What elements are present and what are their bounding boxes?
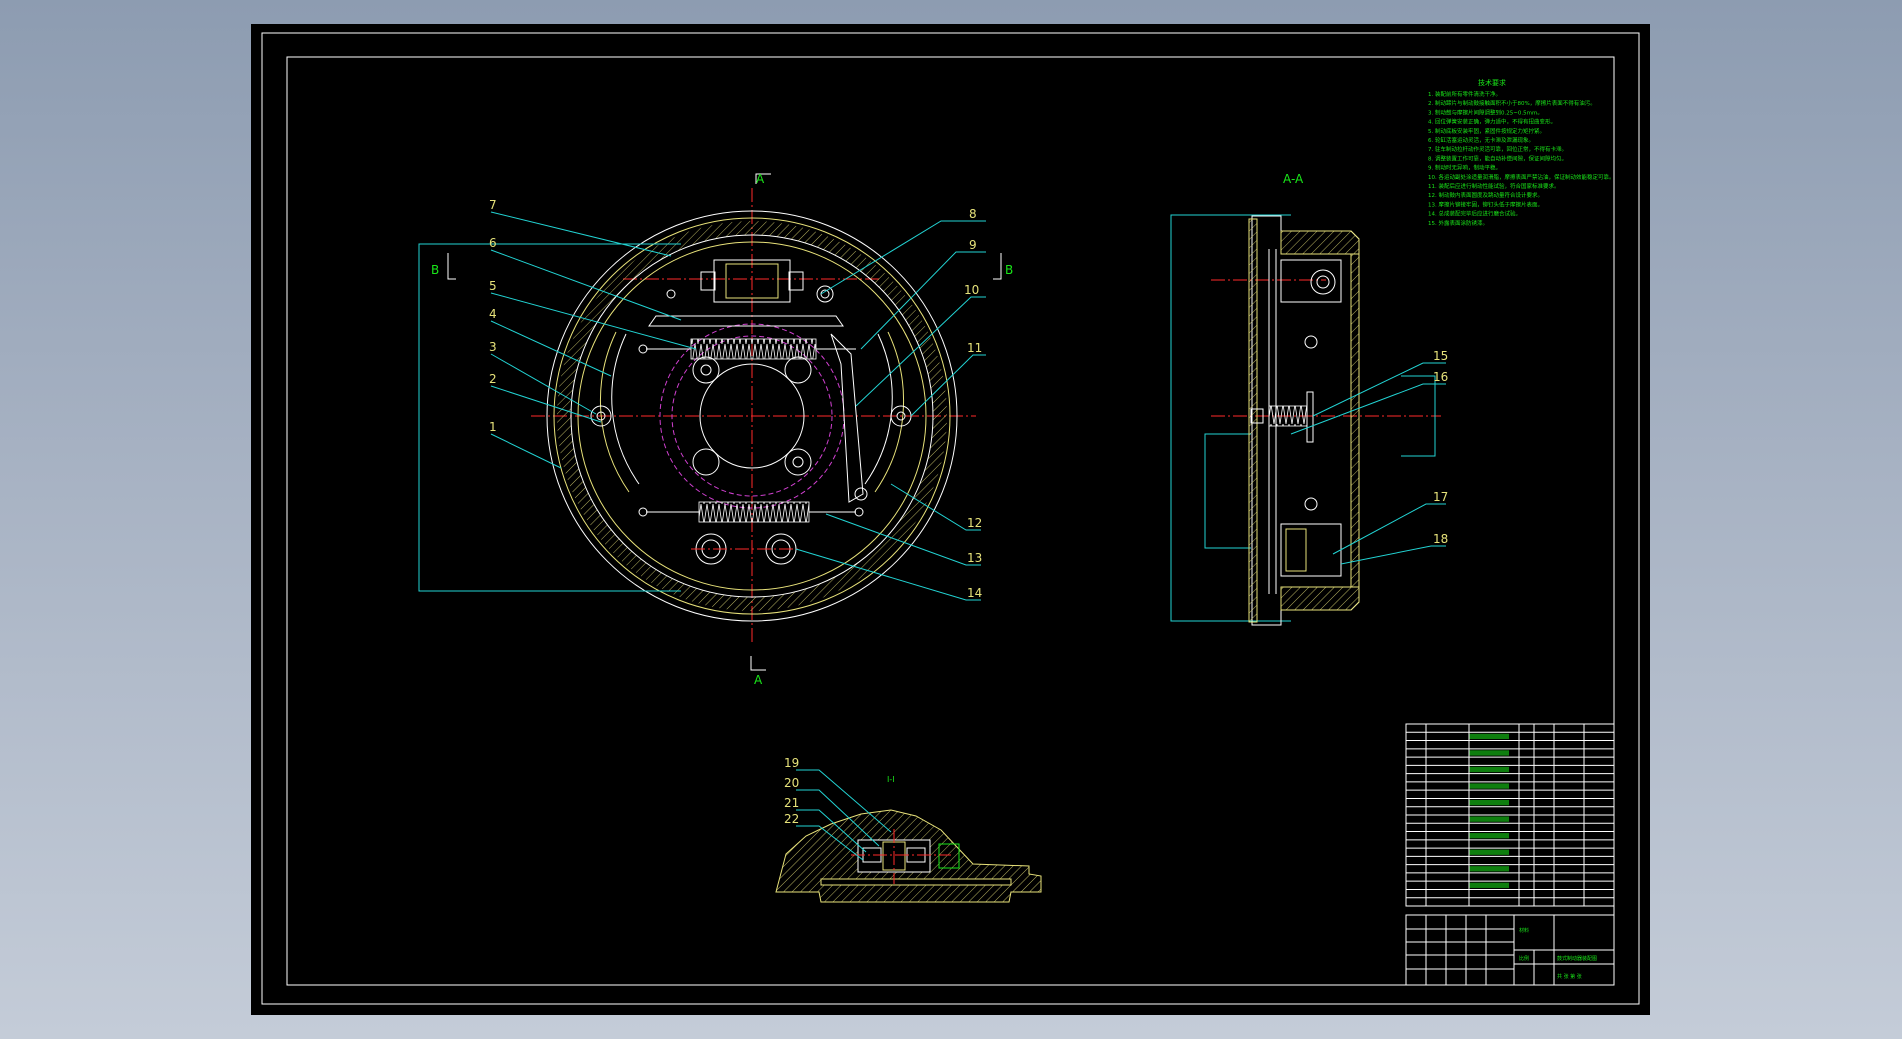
tech-note-line: 14. 总成装配完毕后应进行磨合试验。 bbox=[1428, 210, 1521, 218]
callout-4: 4 bbox=[489, 307, 497, 321]
front-view: A A B B bbox=[418, 172, 1013, 687]
section-view: A-A bbox=[1170, 172, 1441, 626]
tech-note-line: 11. 装配后应进行制动性能试验，符合国家标准要求。 bbox=[1428, 182, 1560, 190]
inner-frame bbox=[286, 56, 1615, 986]
parts-list-cell-text bbox=[1469, 733, 1509, 740]
callout-17: 17 bbox=[1433, 490, 1448, 504]
tech-note-line: 6. 轮缸活塞运动灵活，无卡滞及泄漏现象。 bbox=[1428, 136, 1534, 144]
title-block-sheet: 共 张 第 张 bbox=[1557, 973, 1582, 980]
parts-list-cell-text bbox=[1469, 833, 1509, 839]
tech-note-line: 7. 驻车制动拉杆动作灵活可靠，回位正常，不得有卡滞。 bbox=[1428, 145, 1567, 153]
detail-view: I-I bbox=[775, 775, 1042, 903]
tech-note-line: 13. 摩擦片铆接牢固，铆钉头低于摩擦片表面。 bbox=[1428, 200, 1543, 208]
section-mark-a-top: A bbox=[756, 172, 765, 186]
callout-8: 8 bbox=[969, 207, 977, 221]
title-block-title: 鼓式制动器装配图 bbox=[1557, 955, 1597, 962]
callout-13: 13 bbox=[967, 551, 982, 565]
callout-19: 19 bbox=[784, 756, 799, 770]
parts-list-cell-text bbox=[1469, 849, 1509, 855]
title-block: 材料 鼓式制动器装配图 比例 共 张 第 张 bbox=[1405, 914, 1615, 986]
callout-1: 1 bbox=[489, 420, 497, 434]
section-mark-a-bottom: A bbox=[754, 673, 763, 687]
view-mark-b-left: B bbox=[431, 263, 439, 277]
callout-5: 5 bbox=[489, 279, 497, 293]
tech-notes-title: 技术要求 bbox=[1478, 78, 1506, 87]
detail-title: I-I bbox=[887, 775, 895, 784]
tech-notes: 技术要求 1. 装配前所有零件清洗干净。2. 制动蹄片与制动鼓接触面积不小于80… bbox=[1428, 78, 1615, 227]
tech-note-line: 4. 回位弹簧安装正确，弹力适中，不得有扭曲变形。 bbox=[1428, 118, 1556, 126]
callout-12: 12 bbox=[967, 516, 982, 530]
section-view-leaders: 15 16 17 18 bbox=[1290, 349, 1448, 565]
tech-note-line: 12. 制动鼓内表面圆度及跳动量符合设计要求。 bbox=[1428, 191, 1543, 199]
callout-16: 16 bbox=[1433, 370, 1448, 384]
cad-drawing-viewport[interactable]: A A B B 7 6 5 4 3 2 1 8 9 10 11 bbox=[251, 24, 1650, 1015]
parts-list bbox=[1405, 723, 1615, 907]
parts-list-cell-text bbox=[1469, 783, 1509, 789]
title-block-material: 材料 bbox=[1519, 927, 1529, 934]
tech-note-line: 5. 制动底板安装牢固，紧固件按规定力矩拧紧。 bbox=[1428, 127, 1545, 135]
tech-note-line: 2. 制动蹄片与制动鼓接触面积不小于80%，摩擦片表面不得有油污。 bbox=[1428, 99, 1596, 107]
callout-22: 22 bbox=[784, 812, 799, 826]
callout-3: 3 bbox=[489, 340, 497, 354]
parts-list-cell-text bbox=[1469, 799, 1509, 806]
title-block-scale: 比例 bbox=[1519, 955, 1529, 962]
callout-2: 2 bbox=[489, 372, 497, 386]
callout-9: 9 bbox=[969, 238, 977, 252]
callout-20: 20 bbox=[784, 776, 799, 790]
outer-frame bbox=[261, 32, 1640, 1005]
detail-view-leaders: 19 20 21 22 bbox=[784, 756, 892, 861]
main-view-leaders bbox=[490, 211, 986, 601]
tech-note-line: 8. 调整装置工作可靠，能自动补偿间隙，保证间隙均匀。 bbox=[1428, 154, 1567, 162]
callout-15: 15 bbox=[1433, 349, 1448, 363]
main-view-callouts: 7 6 5 4 3 2 1 8 9 10 11 12 13 14 bbox=[489, 198, 982, 600]
drawing-canvas: A A B B 7 6 5 4 3 2 1 8 9 10 11 bbox=[261, 32, 1640, 1005]
callout-21: 21 bbox=[784, 796, 799, 810]
parts-list-cell-text bbox=[1469, 766, 1509, 773]
tech-note-line: 10. 各运动副处涂适量润滑脂，摩擦表面严禁沾油，保证制动效能稳定可靠。 bbox=[1428, 173, 1615, 181]
callout-10: 10 bbox=[964, 283, 979, 297]
callout-6: 6 bbox=[489, 236, 497, 250]
view-mark-b-right: B bbox=[1005, 263, 1013, 277]
parts-list-cell-text bbox=[1469, 882, 1509, 888]
parts-list-cell-text bbox=[1469, 750, 1509, 756]
parts-list-cell-text bbox=[1469, 816, 1509, 822]
tech-note-line: 9. 制动时无异响，制动平稳。 bbox=[1428, 164, 1501, 172]
callout-11: 11 bbox=[967, 341, 982, 355]
tech-note-line: 15. 外露表面涂防锈漆。 bbox=[1428, 219, 1488, 227]
callout-14: 14 bbox=[967, 586, 982, 600]
parts-list-cell-text bbox=[1469, 866, 1509, 872]
callout-18: 18 bbox=[1433, 532, 1448, 546]
tech-note-line: 3. 制动鼓与摩擦片间隙调整到0.25~0.5mm。 bbox=[1428, 108, 1543, 116]
tech-note-line: 1. 装配前所有零件清洗干净。 bbox=[1428, 90, 1501, 98]
callout-7: 7 bbox=[489, 198, 497, 212]
section-title: A-A bbox=[1283, 172, 1304, 186]
